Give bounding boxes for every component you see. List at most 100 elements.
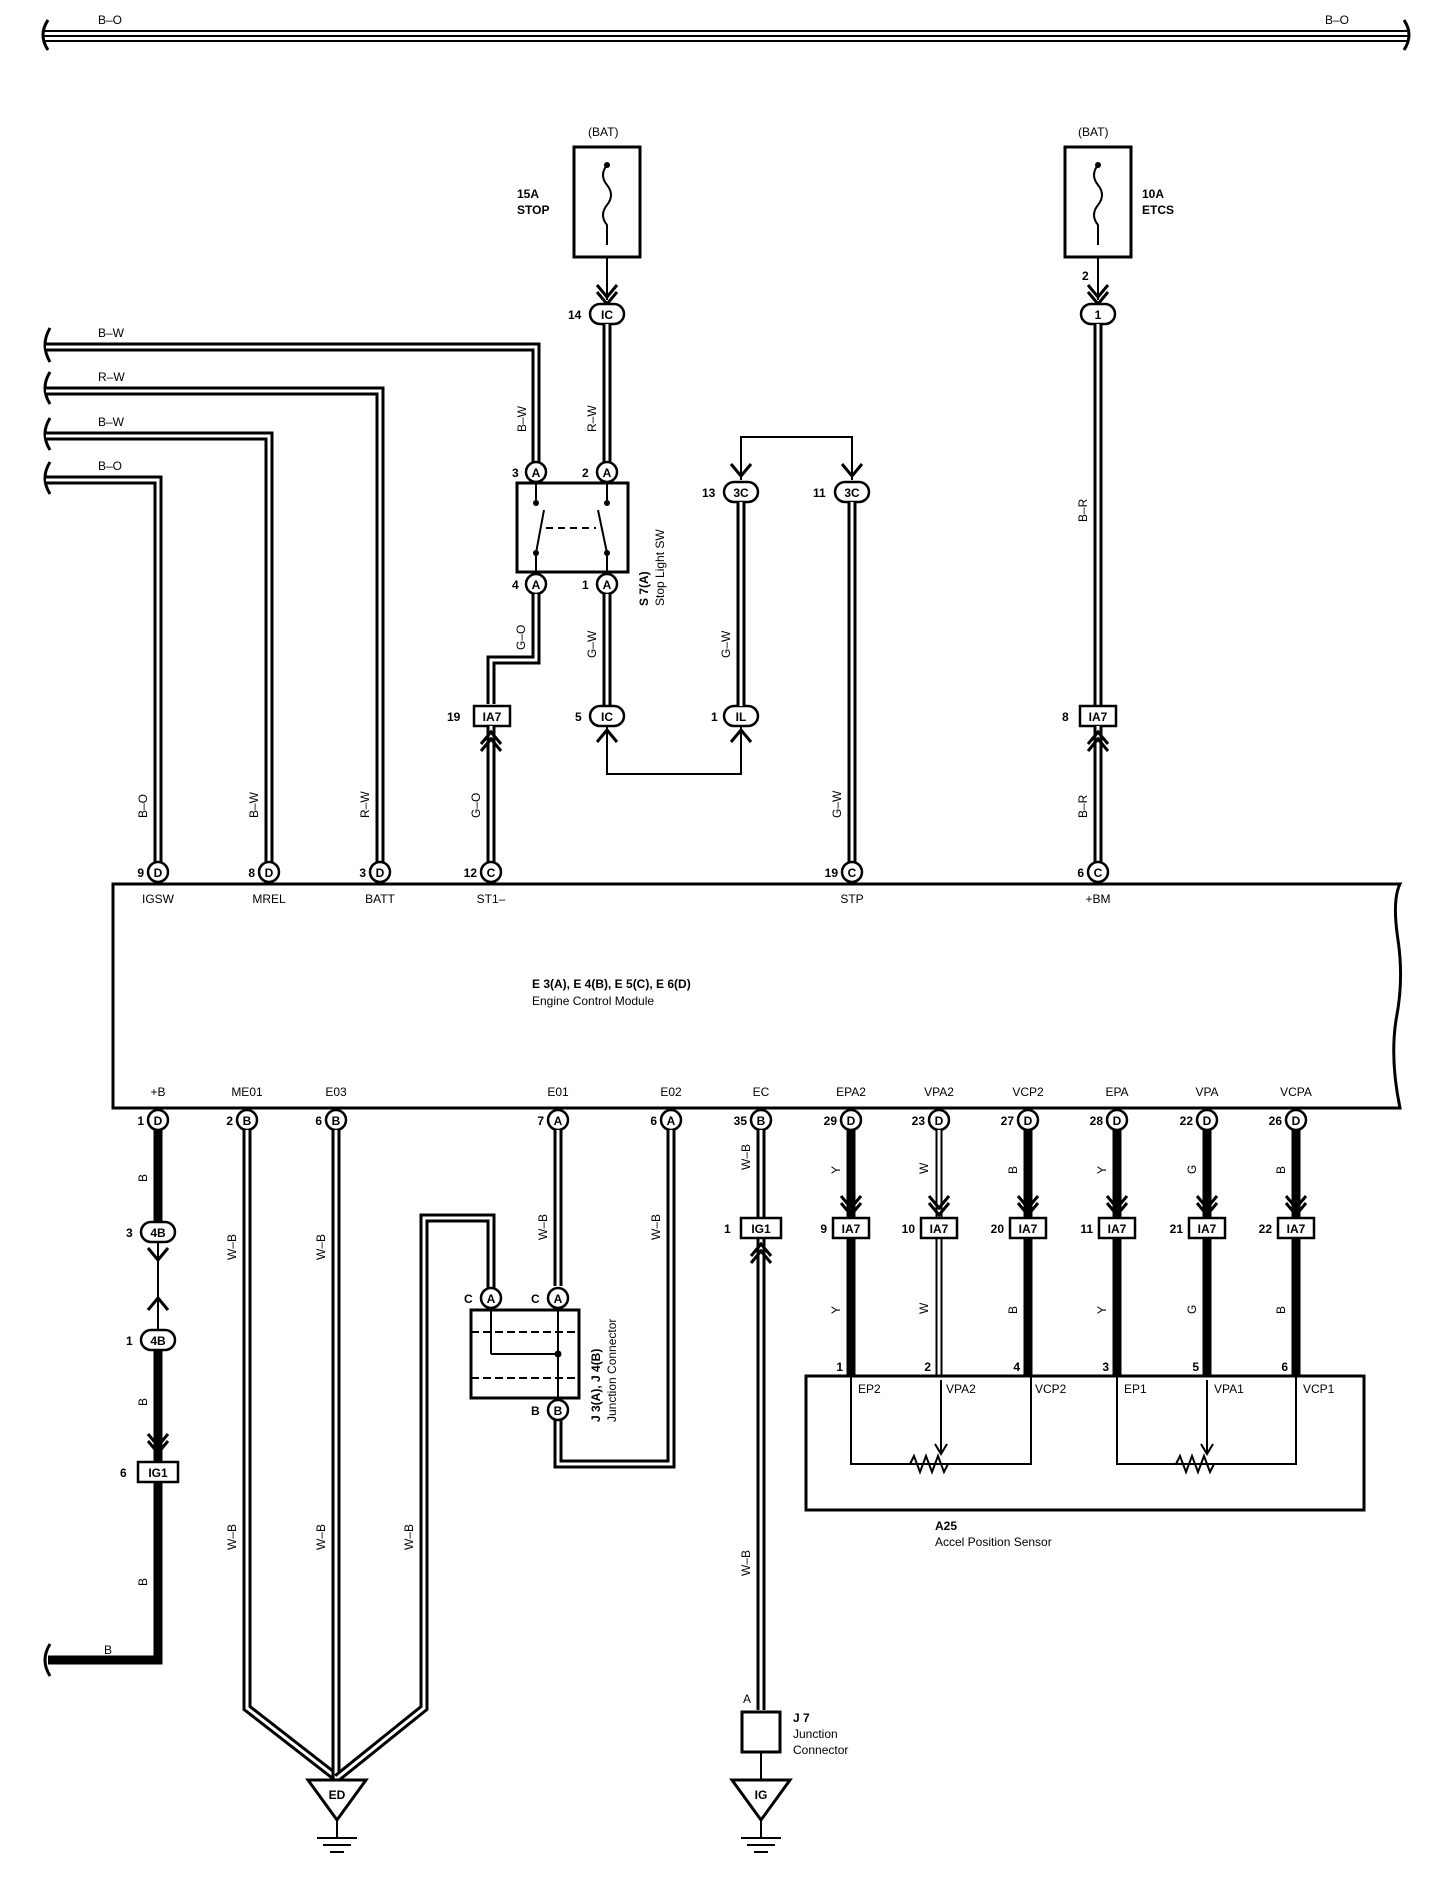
wire-wb-e02	[553, 1130, 676, 1469]
ground-ed	[305, 1778, 369, 1853]
ecm-bottom-label-vcpa: VCPA	[1280, 1085, 1312, 1099]
accel-sensor-pin-5: 5	[1192, 1360, 1199, 1374]
ecm-top-pin-bm: 6	[1077, 866, 1084, 880]
wire-label-br-bottom: B–R	[1076, 794, 1090, 818]
ecm-top-conn-stp: C	[848, 866, 857, 880]
wire-label-wb-me01-2: W–B	[225, 1524, 239, 1550]
fuse-etcs	[1063, 145, 1133, 259]
wire-label-rw-switch: R–W	[585, 405, 599, 432]
ecm-bottom-pin-me01: 2	[226, 1114, 233, 1128]
ecm-top-label-st1: ST1–	[477, 892, 506, 906]
accel-ia7-connector-4: IA7	[1108, 1222, 1127, 1236]
fuse-stop	[572, 145, 642, 259]
junction-connector-j7	[740, 1710, 782, 1754]
wire-bw-stop-switch	[46, 342, 541, 466]
pin-1-ig1: 1	[724, 1222, 731, 1236]
pin-5-ic: 5	[575, 710, 582, 724]
wire-stop-fuse-to-ic	[595, 257, 619, 307]
ecm-top-pin-igsw: 9	[137, 866, 144, 880]
switch-name: Stop Light SW	[653, 529, 667, 606]
top-bus	[41, 19, 1411, 51]
connector-4b-1	[139, 1328, 177, 1352]
switch-conn-a-1: A	[603, 578, 612, 592]
accel-sensor-pin-6: 6	[1281, 1360, 1288, 1374]
accel-terminal-vcp1: VCP1	[1303, 1382, 1335, 1396]
pin-1-il: 1	[711, 710, 718, 724]
ecm-bottom-label-b: +B	[150, 1085, 165, 1099]
wire-label-wb-ec-1: W–B	[739, 1144, 753, 1170]
junction-conn-a-right: A	[554, 1292, 563, 1306]
wire-label-b-4: B	[104, 1643, 112, 1657]
accel-ia7-pin-6: 22	[1259, 1222, 1273, 1236]
ecm-bottom-conn-vpa: D	[1203, 1114, 1212, 1128]
accel-wire-color-bottom-2: W	[917, 1302, 931, 1314]
ecm-bottom-label-e01: E01	[547, 1085, 569, 1099]
ecm-bottom-conn-e03: B	[332, 1114, 341, 1128]
ecm-top-terminals	[146, 860, 1110, 884]
accel-wire-color-bottom-5: G	[1185, 1305, 1199, 1314]
wire-bw-mrel	[46, 431, 274, 866]
junction-connector-j3-j4	[469, 1286, 581, 1422]
wire-label-wb-me01-1: W–B	[225, 1234, 239, 1260]
ecm-bottom-conn-me01: B	[243, 1114, 252, 1128]
wire-label-go-top: G–O	[514, 625, 528, 650]
ecm-top-pin-batt: 3	[359, 866, 366, 880]
ecm-bottom-terminals	[146, 1108, 1308, 1132]
left-wire-brackets	[43, 327, 52, 495]
accel-sensor-pin-1: 1	[836, 1360, 843, 1374]
connector-4b-3-label: 4B	[150, 1226, 166, 1240]
wire-rw-batt	[46, 386, 385, 866]
ecm-bottom-label-e03: E03	[325, 1085, 347, 1099]
left-wire-label-2: R–W	[98, 370, 125, 384]
pin-2-etcs: 2	[1082, 269, 1089, 283]
ecm-bottom-label-epa2: EPA2	[836, 1085, 866, 1099]
ecm-title: E 3(A), E 4(B), E 5(C), E 6(D)	[532, 977, 691, 991]
accel-wire-color-bottom-6: B	[1274, 1306, 1288, 1314]
wire-wb-me01	[242, 1130, 340, 1782]
wire-label-gw-stp: G–W	[830, 790, 844, 818]
fuse-etcs-name: ETCS	[1142, 203, 1174, 217]
fuse-etcs-rating: 10A	[1142, 187, 1164, 201]
ecm-bottom-label-epa: EPA	[1105, 1085, 1128, 1099]
pin-1-4b: 1	[126, 1334, 133, 1348]
ecm-bottom-conn-ec: B	[757, 1114, 766, 1128]
connector-ia7-19-label: IA7	[483, 710, 502, 724]
accel-wire-color-top-4: Y	[1095, 1166, 1109, 1174]
connector-3c-13-label: 3C	[733, 486, 749, 500]
ecm-bottom-conn-epa: D	[1113, 1114, 1122, 1128]
connector-3c-11-label: 3C	[844, 486, 860, 500]
ecm-top-conn-st1: C	[487, 866, 496, 880]
fuse-stop-source: (BAT)	[588, 125, 618, 139]
wire-label-go-bottom: G–O	[469, 793, 483, 818]
connector-ic-14-label: IC	[601, 308, 613, 322]
accel-wire-6	[1276, 1130, 1316, 1376]
wire-go-switch-ia7	[486, 594, 541, 704]
accel-sensor-pin-4: 3	[1102, 1360, 1109, 1374]
pin-14-stop: 14	[568, 308, 582, 322]
connector-ig1-1-label: IG1	[751, 1222, 771, 1236]
accel-terminal-ep1: EP1	[1124, 1382, 1147, 1396]
wire-label-gw-switch: G–W	[585, 630, 599, 658]
wire-go-st1	[479, 726, 503, 866]
left-wire-label-3: B–W	[98, 415, 125, 429]
wire-label-wb-junction-ed: W–B	[402, 1524, 416, 1550]
pin-6-ig1: 6	[120, 1466, 127, 1480]
ecm-bottom-label-vpa2: VPA2	[924, 1085, 954, 1099]
connector-ig1-6	[136, 1460, 180, 1484]
ecm-bottom-pin-vcp2: 27	[1001, 1114, 1015, 1128]
pin-19-ia7: 19	[447, 710, 461, 724]
wire-etcs-fuse-to-connector	[1086, 257, 1110, 307]
wire-label-wb-e03-2: W–B	[314, 1524, 328, 1550]
junction-conn-a-left: A	[487, 1292, 496, 1306]
accel-position-sensor	[804, 1374, 1366, 1512]
ecm-bottom-conn-epa2: D	[847, 1114, 856, 1128]
wire-label-wb-e01: W–B	[536, 1214, 550, 1240]
connector-ia7-8-label: IA7	[1089, 710, 1108, 724]
stop-light-switch	[515, 460, 630, 596]
ecm-bottom-pin-e02: 6	[650, 1114, 657, 1128]
ecm-top-conn-batt: D	[376, 866, 385, 880]
accel-ia7-pin-5: 21	[1170, 1222, 1184, 1236]
ecm-bottom-pin-epa2: 29	[824, 1114, 838, 1128]
accel-wire-color-top-3: B	[1006, 1166, 1020, 1174]
